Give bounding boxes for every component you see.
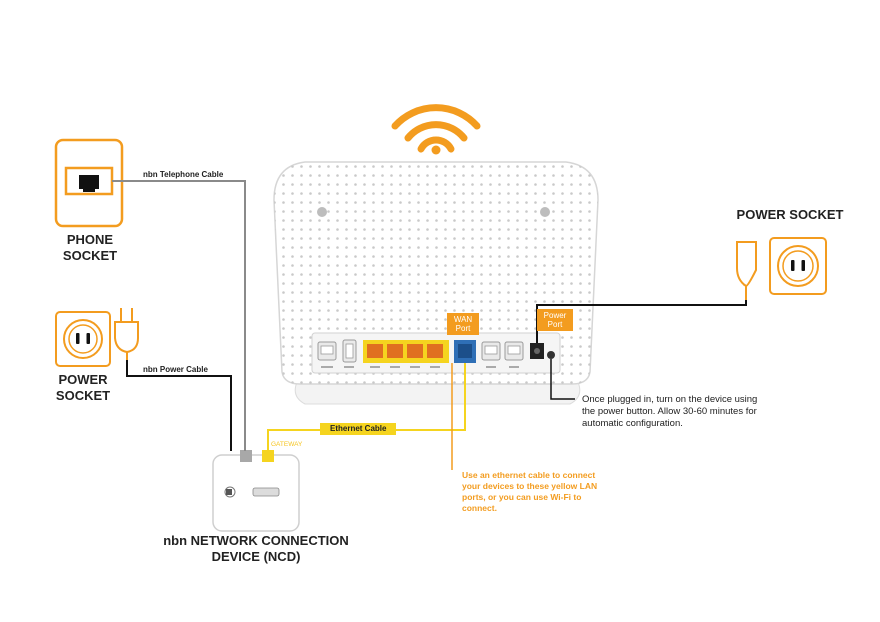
power-port-tag: Power Port: [537, 309, 573, 331]
power-button-pointer: [550, 359, 575, 400]
power-socket-right-label: POWER SOCKET: [736, 207, 844, 222]
phone-jack-icon: [54, 138, 124, 228]
power-outlet-icon: [769, 237, 827, 295]
wifi-icon: [391, 104, 481, 155]
telephone-cable-label: nbn Telephone Cable: [141, 170, 226, 180]
telephone-cable: [112, 180, 246, 451]
ethernet-cable-label: Ethernet Cable: [320, 423, 397, 435]
ncd-label: nbn NETWORK CONNECTION DEVICE (NCD): [163, 533, 349, 564]
power-socket-left-label: POWER SOCKET: [55, 372, 111, 403]
power-cable-label: nbn Power Cable: [141, 365, 210, 375]
gateway-label: GATEWAY: [271, 441, 303, 448]
power-plug-icon: [736, 241, 757, 300]
phone-socket-label: PHONE SOCKET: [62, 232, 118, 263]
lan-note: Use an ethernet cable to connect your de…: [462, 470, 598, 513]
wan-port-tag: WAN Port: [447, 313, 479, 335]
power-button-note: Once plugged in, turn on the device usin…: [582, 394, 758, 429]
router-icon: [273, 161, 599, 405]
ncd-icon: [212, 450, 300, 532]
power-plug-icon: [114, 308, 139, 360]
power-outlet-icon: [55, 311, 111, 367]
power-cable-left: [126, 360, 232, 451]
